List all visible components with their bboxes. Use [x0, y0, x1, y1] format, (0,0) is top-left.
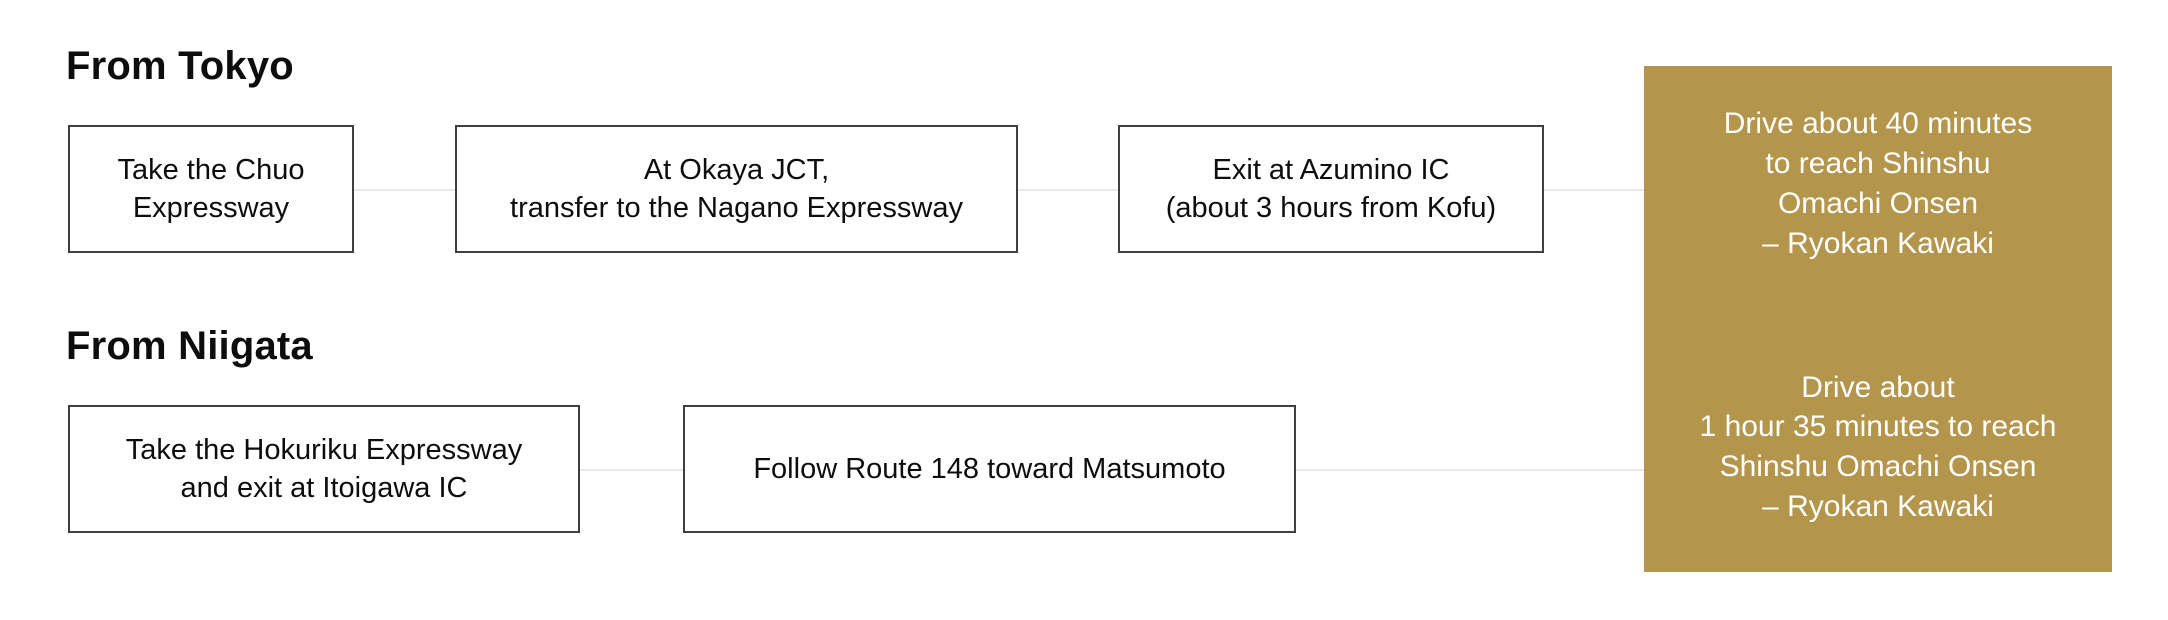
connector-line-tokyo-1 — [354, 189, 455, 191]
step-box-label: Exit at Azumino IC (about 3 hours from K… — [1165, 153, 1497, 224]
step-box-exit-azumino-ic[interactable]: Exit at Azumino IC (about 3 hours from K… — [1118, 125, 1544, 253]
connector-line-tokyo-3 — [1544, 189, 1644, 191]
step-box-label: Follow Route 148 toward Matsumoto — [753, 452, 1226, 485]
connector-line-niigata-1 — [580, 469, 683, 471]
destination-panel: Drive about 40 minutes to reach Shinshu … — [1644, 66, 2112, 572]
destination-text-niigata: Drive about 1 hour 35 minutes to reach S… — [1699, 370, 2057, 524]
step-box-label: Take the Hokuriku Expressway and exit at… — [125, 433, 523, 504]
step-box-label: At Okaya JCT, transfer to the Nagano Exp… — [510, 153, 963, 224]
step-box-hokuriku-expressway-itoigawa-ic[interactable]: Take the Hokuriku Expressway and exit at… — [68, 405, 580, 533]
step-box-label: Take the Chuo Expressway — [117, 153, 305, 224]
section-heading-niigata: From Niigata — [66, 324, 313, 368]
connector-line-niigata-2 — [1296, 469, 1644, 471]
step-box-route-148-matsumoto[interactable]: Follow Route 148 toward Matsumoto — [683, 405, 1296, 533]
section-heading-tokyo: From Tokyo — [66, 44, 294, 88]
step-box-take-chuo-expressway[interactable]: Take the Chuo Expressway — [68, 125, 354, 253]
destination-text-tokyo: Drive about 40 minutes to reach Shinshu … — [1723, 107, 2033, 260]
connector-line-tokyo-2 — [1018, 189, 1118, 191]
step-box-okaya-jct-transfer[interactable]: At Okaya JCT, transfer to the Nagano Exp… — [455, 125, 1018, 253]
